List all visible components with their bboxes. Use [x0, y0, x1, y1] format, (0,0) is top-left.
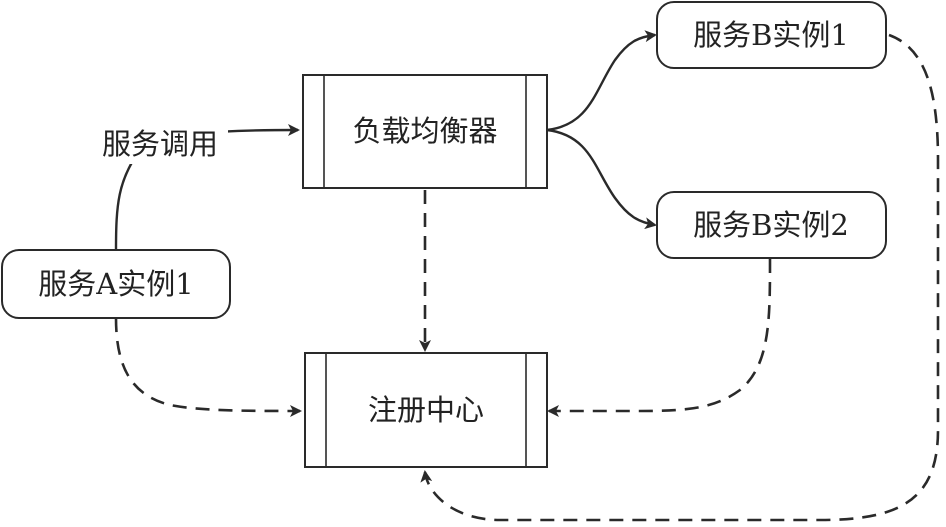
edge-service-a-to-registry: [114, 317, 302, 417]
node-load-balancer-label: 负载均衡器: [352, 114, 497, 148]
node-service-b-instance-2: 服务B实例2: [656, 191, 887, 259]
edge-label-service-call: 服务调用: [92, 124, 228, 164]
node-service-b-instance-1-label: 服务B实例1: [693, 18, 849, 52]
node-registry-center-label: 注册中心: [368, 393, 484, 427]
edge-service-b1-to-registry: [420, 33, 940, 522]
edge-lb-to-service-b2: [546, 128, 657, 230]
node-service-a-instance-1: 服务A实例1: [1, 249, 231, 319]
edge-label-service-call-text: 服务调用: [102, 127, 218, 161]
node-load-balancer: 负载均衡器: [302, 74, 548, 189]
node-registry-center: 注册中心: [304, 352, 548, 468]
edge-service-b2-to-registry: [547, 258, 772, 417]
edge-lb-to-service-b1: [546, 30, 657, 132]
node-service-b-instance-2-label: 服务B实例2: [693, 208, 849, 242]
node-service-a-instance-1-label: 服务A实例1: [38, 267, 193, 301]
node-service-b-instance-1: 服务B实例1: [656, 1, 887, 69]
